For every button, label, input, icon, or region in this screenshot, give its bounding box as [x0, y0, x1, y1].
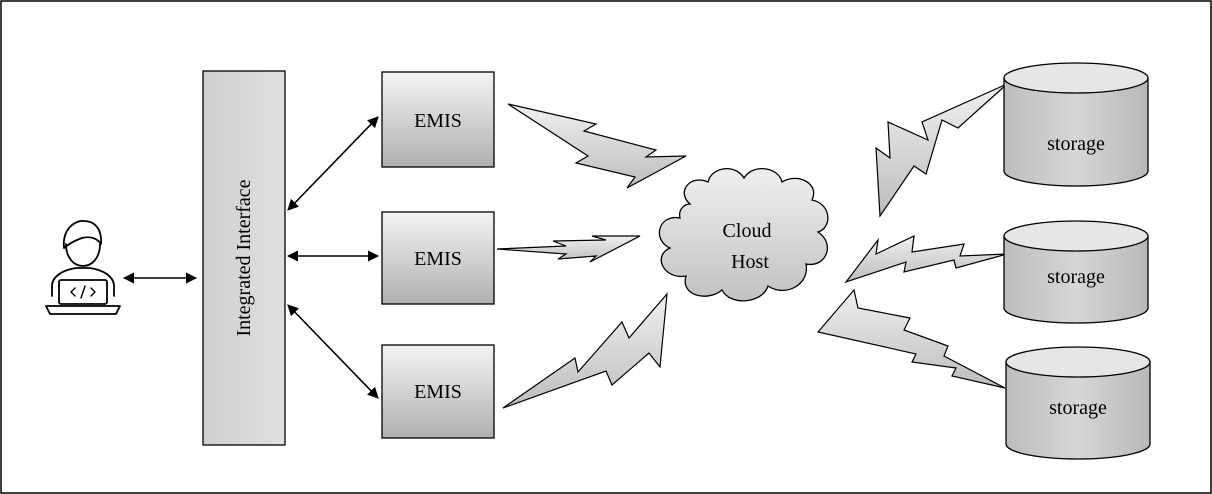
emis-label-1: EMIS — [414, 110, 462, 132]
database-cylinder-icon: storage — [1003, 62, 1149, 187]
developer-laptop-icon — [45, 220, 121, 315]
interface-emis-1-arrow — [287, 116, 379, 211]
database-cylinder-icon: storage — [1005, 346, 1151, 460]
integrated-interface-label: Integrated Interface — [233, 179, 255, 336]
cloud-label-line1: Cloud — [723, 220, 772, 242]
cloud-icon: Cloud Host — [658, 168, 829, 302]
emis-label-2: EMIS — [414, 248, 462, 270]
interface-emis-3-arrow — [287, 304, 379, 399]
lightning-bolt-icon — [496, 235, 641, 263]
lightning-bolt-icon — [844, 234, 1008, 284]
integrated-interface-box — [202, 70, 286, 446]
database-cylinder-icon: storage — [1003, 220, 1149, 324]
emis-node-1: EMIS — [381, 71, 495, 168]
storage-label-3: storage — [1049, 397, 1107, 419]
storage-label-2: storage — [1047, 266, 1105, 288]
lightning-bolt-icon — [507, 103, 687, 189]
lightning-bolt-icon — [816, 288, 1006, 389]
emis-node-3: EMIS — [381, 344, 495, 439]
lightning-bolt-icon — [502, 292, 668, 409]
emis-label-3: EMIS — [414, 381, 462, 403]
cloud-label-line2: Host — [731, 251, 769, 273]
storage-label-1: storage — [1047, 133, 1105, 155]
emis-node-2: EMIS — [381, 211, 495, 305]
lightning-bolt-icon — [875, 83, 1008, 218]
